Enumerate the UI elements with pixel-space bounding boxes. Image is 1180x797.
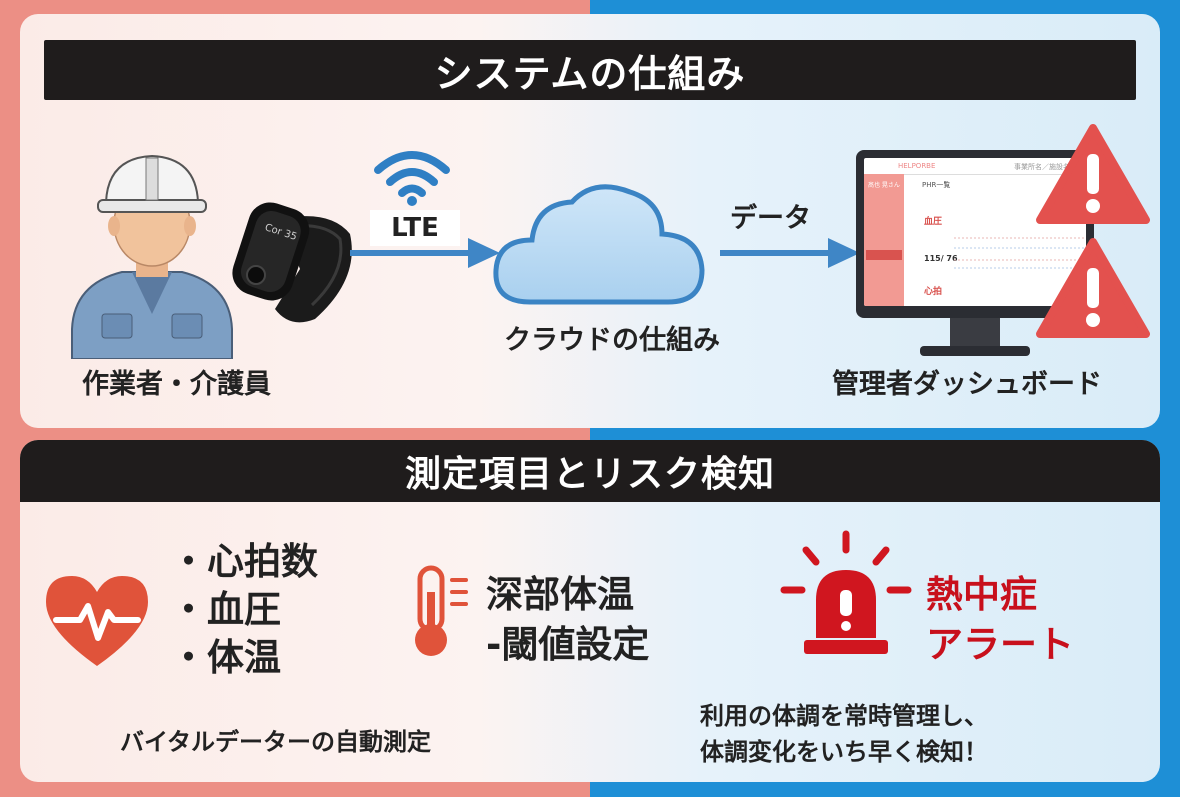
dashboard-label: 管理者ダッシュボード (832, 369, 1102, 400)
vital-item: ・心拍数 (170, 540, 318, 583)
dashboard-bp-value: 115/ 76 (924, 254, 958, 263)
dashboard-header-right: 事業所名／施設名 (1014, 163, 1070, 171)
alert-label: アラート (926, 623, 1074, 666)
auto-measure-caption: バイタルデーターの自動測定 (120, 728, 432, 756)
dashboard-sidebar: 髙也 晃さん (864, 174, 904, 306)
dashboard-chart (954, 237, 1084, 269)
wifi-icon (374, 151, 450, 206)
cloud-label: クラウドの仕組み (504, 325, 720, 356)
monitor-icon: HELPORBE 事業所名／施設名 髙也 晃さん PHR一覧 血圧 115/ 7… (856, 150, 1094, 318)
worker-icon (71, 154, 233, 359)
dashboard-user: 髙也 晃さん (868, 182, 900, 189)
caption-right-2: 体調変化をいち早く検知！ (700, 738, 988, 766)
system-panel: システムの仕組み Cor 35 作業者・介護員 LTE (20, 14, 1160, 428)
worker-label: 作業者・介護員 (82, 369, 271, 400)
warning-icon (1036, 124, 1150, 224)
heart-pulse-icon (46, 576, 148, 666)
dashboard-brand: HELPORBE (898, 162, 936, 170)
dashboard-header: HELPORBE 事業所名／施設名 (864, 158, 1086, 175)
heatstroke-label: 熱中症 (926, 573, 1037, 616)
wristband-icon: Cor 35 (232, 202, 352, 323)
measurement-panel: 測定項目とリスク検知 ・心拍数 ・血圧 ・体温 バイタルデーターの自動測定 深部… (20, 440, 1160, 782)
core-temp-label: 深部体温 (486, 573, 634, 616)
thermometer-icon (415, 565, 468, 656)
vital-item: ・血圧 (170, 588, 281, 631)
lte-label: LTE (370, 210, 460, 246)
dashboard-dropdown: PHR一覧 (922, 181, 951, 189)
warning-icon (1036, 238, 1150, 338)
caption-right-1: 利用の体調を常時管理し、 (700, 702, 988, 730)
system-title: システムの仕組み (44, 40, 1136, 100)
arrow-icon (720, 238, 860, 268)
alarm-light-icon (780, 530, 912, 654)
monitor-stand (920, 346, 1030, 356)
data-label: データ (730, 203, 811, 234)
dashboard-bp-title: 血圧 (924, 217, 943, 227)
dashboard-screen: HELPORBE 事業所名／施設名 髙也 晃さん PHR一覧 血圧 115/ 7… (864, 158, 1086, 306)
cloud-icon (493, 184, 705, 305)
dashboard-hr-title: 心拍 (924, 287, 943, 297)
arrow-icon (350, 238, 500, 268)
monitor-neck (950, 318, 1000, 348)
vital-item: ・体温 (170, 636, 281, 679)
dashboard-sidebar-active (866, 250, 902, 260)
threshold-label: -閾値設定 (486, 623, 650, 666)
measurement-title: 測定項目とリスク検知 (20, 440, 1160, 502)
